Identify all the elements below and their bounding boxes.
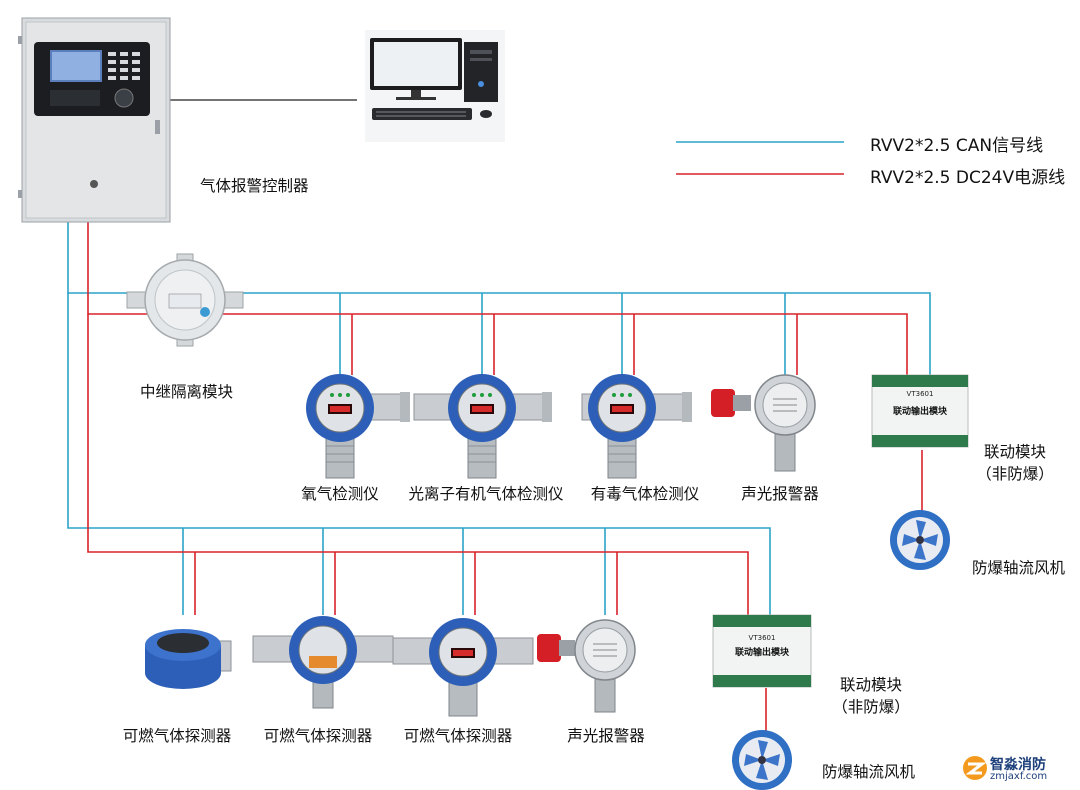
linkage-module-icon: VT3601 联动输出模块 <box>871 374 969 448</box>
module-model-bottom: VT3601 <box>749 634 776 642</box>
comb1-label: 可燃气体探测器 <box>122 727 232 745</box>
sound-light-alarm-icon <box>711 374 816 472</box>
logo-url: zmjaxf.com <box>990 771 1048 782</box>
relay-junction-box-icon <box>126 253 244 347</box>
comb2-label: 可燃气体探测器 <box>263 727 373 745</box>
gas-detector-icon <box>413 374 552 479</box>
wiring <box>67 99 931 735</box>
gas-detector-icon <box>145 629 232 689</box>
link-bottom-label: 联动模块 <box>839 676 902 694</box>
computer-icon <box>365 30 505 142</box>
alarm-bottom-label: 声光报警器 <box>567 727 645 745</box>
link-top-sub-label: （非防爆） <box>976 465 1054 483</box>
legend-power-label: RVV2*2.5 DC24V电源线 <box>870 168 1066 188</box>
gas-detector-icon <box>252 616 394 709</box>
fan-top-label: 防爆轴流风机 <box>972 559 1066 577</box>
toxic-label: 有毒气体检测仪 <box>590 485 700 503</box>
legend-can-label: RVV2*2.5 CAN信号线 <box>870 136 1044 156</box>
fan-bottom-label: 防爆轴流风机 <box>822 763 916 781</box>
comb3-label: 可燃气体探测器 <box>403 727 513 745</box>
module-title-top: 联动输出模块 <box>893 405 948 417</box>
controller-panel-icon <box>18 17 171 223</box>
sound-light-alarm-icon <box>537 619 636 713</box>
brand-logo: 智淼消防 zmjaxf.com <box>962 752 1072 786</box>
gas-detector-icon <box>306 374 410 479</box>
logo-icon <box>963 756 987 780</box>
logo-brand: 智淼消防 <box>990 757 1046 773</box>
can-signal-lines <box>67 222 931 615</box>
linkage-module-icon: VT3601 联动输出模块 <box>712 614 812 688</box>
module-title-bottom: 联动输出模块 <box>735 646 790 658</box>
alarm-top-label: 声光报警器 <box>741 485 819 503</box>
axial-fan-icon <box>890 510 950 570</box>
link-top-label: 联动模块 <box>983 443 1046 461</box>
module-model-top: VT3601 <box>907 390 934 398</box>
power-lines <box>87 222 923 735</box>
gas-detector-icon <box>392 618 534 717</box>
controller-label: 气体报警控制器 <box>200 177 309 195</box>
gas-detector-icon <box>581 374 692 479</box>
axial-fan-icon <box>732 730 792 790</box>
oxygen-label: 氧气检测仪 <box>301 485 379 503</box>
link-bottom-sub-label: （非防爆） <box>832 698 910 716</box>
pid-label: 光离子有机气体检测仪 <box>408 485 564 503</box>
relay-label: 中继隔离模块 <box>140 383 234 401</box>
